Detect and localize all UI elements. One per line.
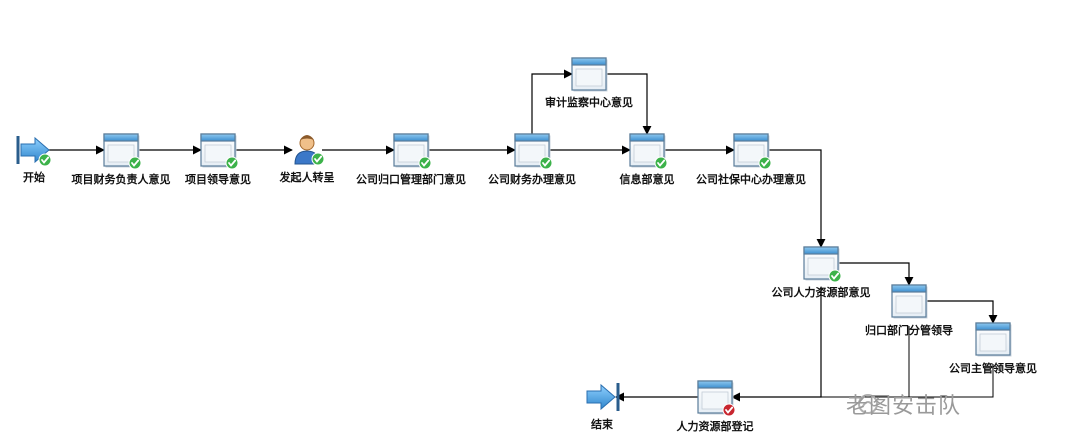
node-label-n9: 公司人力资源部意见 [771,286,871,299]
workflow-node-n3[interactable] [294,135,325,166]
workflow-node-n10[interactable] [891,284,928,319]
workflow-node-end[interactable] [586,383,620,411]
check-badge-icon [418,156,432,170]
node-label-n6: 审计监察中心意见 [545,96,633,109]
node-label-n10: 归口部门分管领导 [865,324,953,337]
workflow-node-n6[interactable] [571,57,608,92]
node-label-n5: 公司财务办理意见 [488,173,576,186]
workflow-node-n1[interactable] [103,133,142,170]
workflow-node-n8[interactable] [733,133,772,170]
check-badge-icon [128,156,142,170]
node-label-n3: 发起人转呈 [279,171,335,184]
node-label-end: 结束 [591,418,613,431]
check-badge-icon [225,156,239,170]
node-label-n8: 公司社保中心办理意见 [696,173,806,186]
check-badge-icon [758,156,772,170]
edge-n10-n11 [926,300,998,324]
check-badge-icon [539,156,553,170]
workflow-node-start[interactable] [16,136,52,167]
node-label-n11: 公司主管领导意见 [949,362,1037,375]
edge-n8-n9 [768,149,826,248]
node-label-n4: 公司归口管理部门意见 [356,173,466,186]
edge-n6-n7 [606,73,652,135]
workflow-node-n12[interactable] [697,380,736,417]
workflow-node-n7[interactable] [629,133,668,170]
check-badge-icon [654,156,668,170]
watermark-text: 老图安击队 [846,394,962,419]
workflow-node-n2[interactable] [200,133,239,170]
check-badge-icon [311,152,325,166]
node-label-start: 开始 [23,171,45,184]
check-badge-icon [38,153,52,167]
node-label-n1: 项目财务负责人意见 [71,173,171,186]
watermark-logo-icon [858,394,878,414]
workflow-node-n11[interactable] [975,322,1012,357]
check-badge-icon [828,269,842,283]
edge-n9-n12 [731,288,822,402]
edge-n11-n12 [909,364,994,398]
node-label-n2: 项目领导意见 [185,173,251,186]
edge-n9-n10 [838,262,914,286]
workflow-node-n9[interactable] [803,246,842,283]
workflow-node-n4[interactable] [393,133,432,170]
node-label-n12: 人力资源部登记 [676,420,754,433]
node-label-n7: 信息部意见 [619,173,675,186]
current-badge-icon [722,403,736,417]
workflow-node-n5[interactable] [514,133,553,170]
edge-n5-n6 [531,69,573,134]
